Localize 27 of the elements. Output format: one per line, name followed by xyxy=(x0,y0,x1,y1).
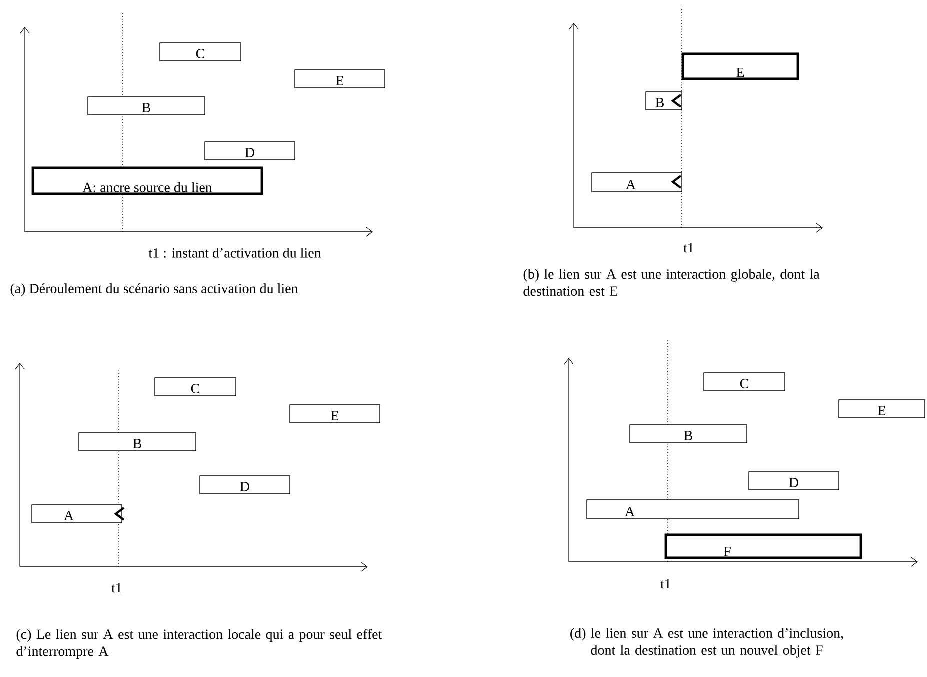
axis-label: t1 xyxy=(660,579,671,589)
caption: (d) le lien sur A est une interaction d’inclusion, dont la destination est un nouvel objet F xyxy=(570,628,844,658)
interval-box: A xyxy=(32,504,122,524)
interval-box: C xyxy=(160,42,242,62)
axis-label: t1 : instant d’activation du lien xyxy=(148,248,322,258)
interval-box: C xyxy=(154,378,236,396)
interval-box: E xyxy=(294,70,386,88)
caption: (a) Déroulement du scénario sans activation du lien xyxy=(10,284,298,296)
interval-box: C xyxy=(704,372,786,392)
interval-box: A xyxy=(586,500,800,520)
interval-box: B xyxy=(78,432,196,452)
caption: (b) le lien sur A est une interaction globale, dont la destination est E xyxy=(524,269,820,296)
interval-box: E xyxy=(290,404,380,424)
interval-box: D xyxy=(204,142,296,160)
interval-box: B xyxy=(646,92,682,110)
interval-box: B xyxy=(630,424,748,444)
interval-box: F xyxy=(664,534,862,560)
axis-label: t1 xyxy=(684,243,694,253)
interval-box: A: ancre source du lien xyxy=(32,166,264,196)
interval-box: A xyxy=(592,172,682,192)
interval-box: D xyxy=(200,476,290,494)
caption: (c) Le lien sur A est une interaction locale qui a pour seul effet d’interrompre A xyxy=(16,629,382,660)
interval-box: B xyxy=(88,96,206,116)
interval-box: E xyxy=(682,52,800,80)
interval-box: D xyxy=(748,472,840,490)
interval-box: E xyxy=(838,400,926,418)
axis-label: t1 xyxy=(112,583,122,593)
